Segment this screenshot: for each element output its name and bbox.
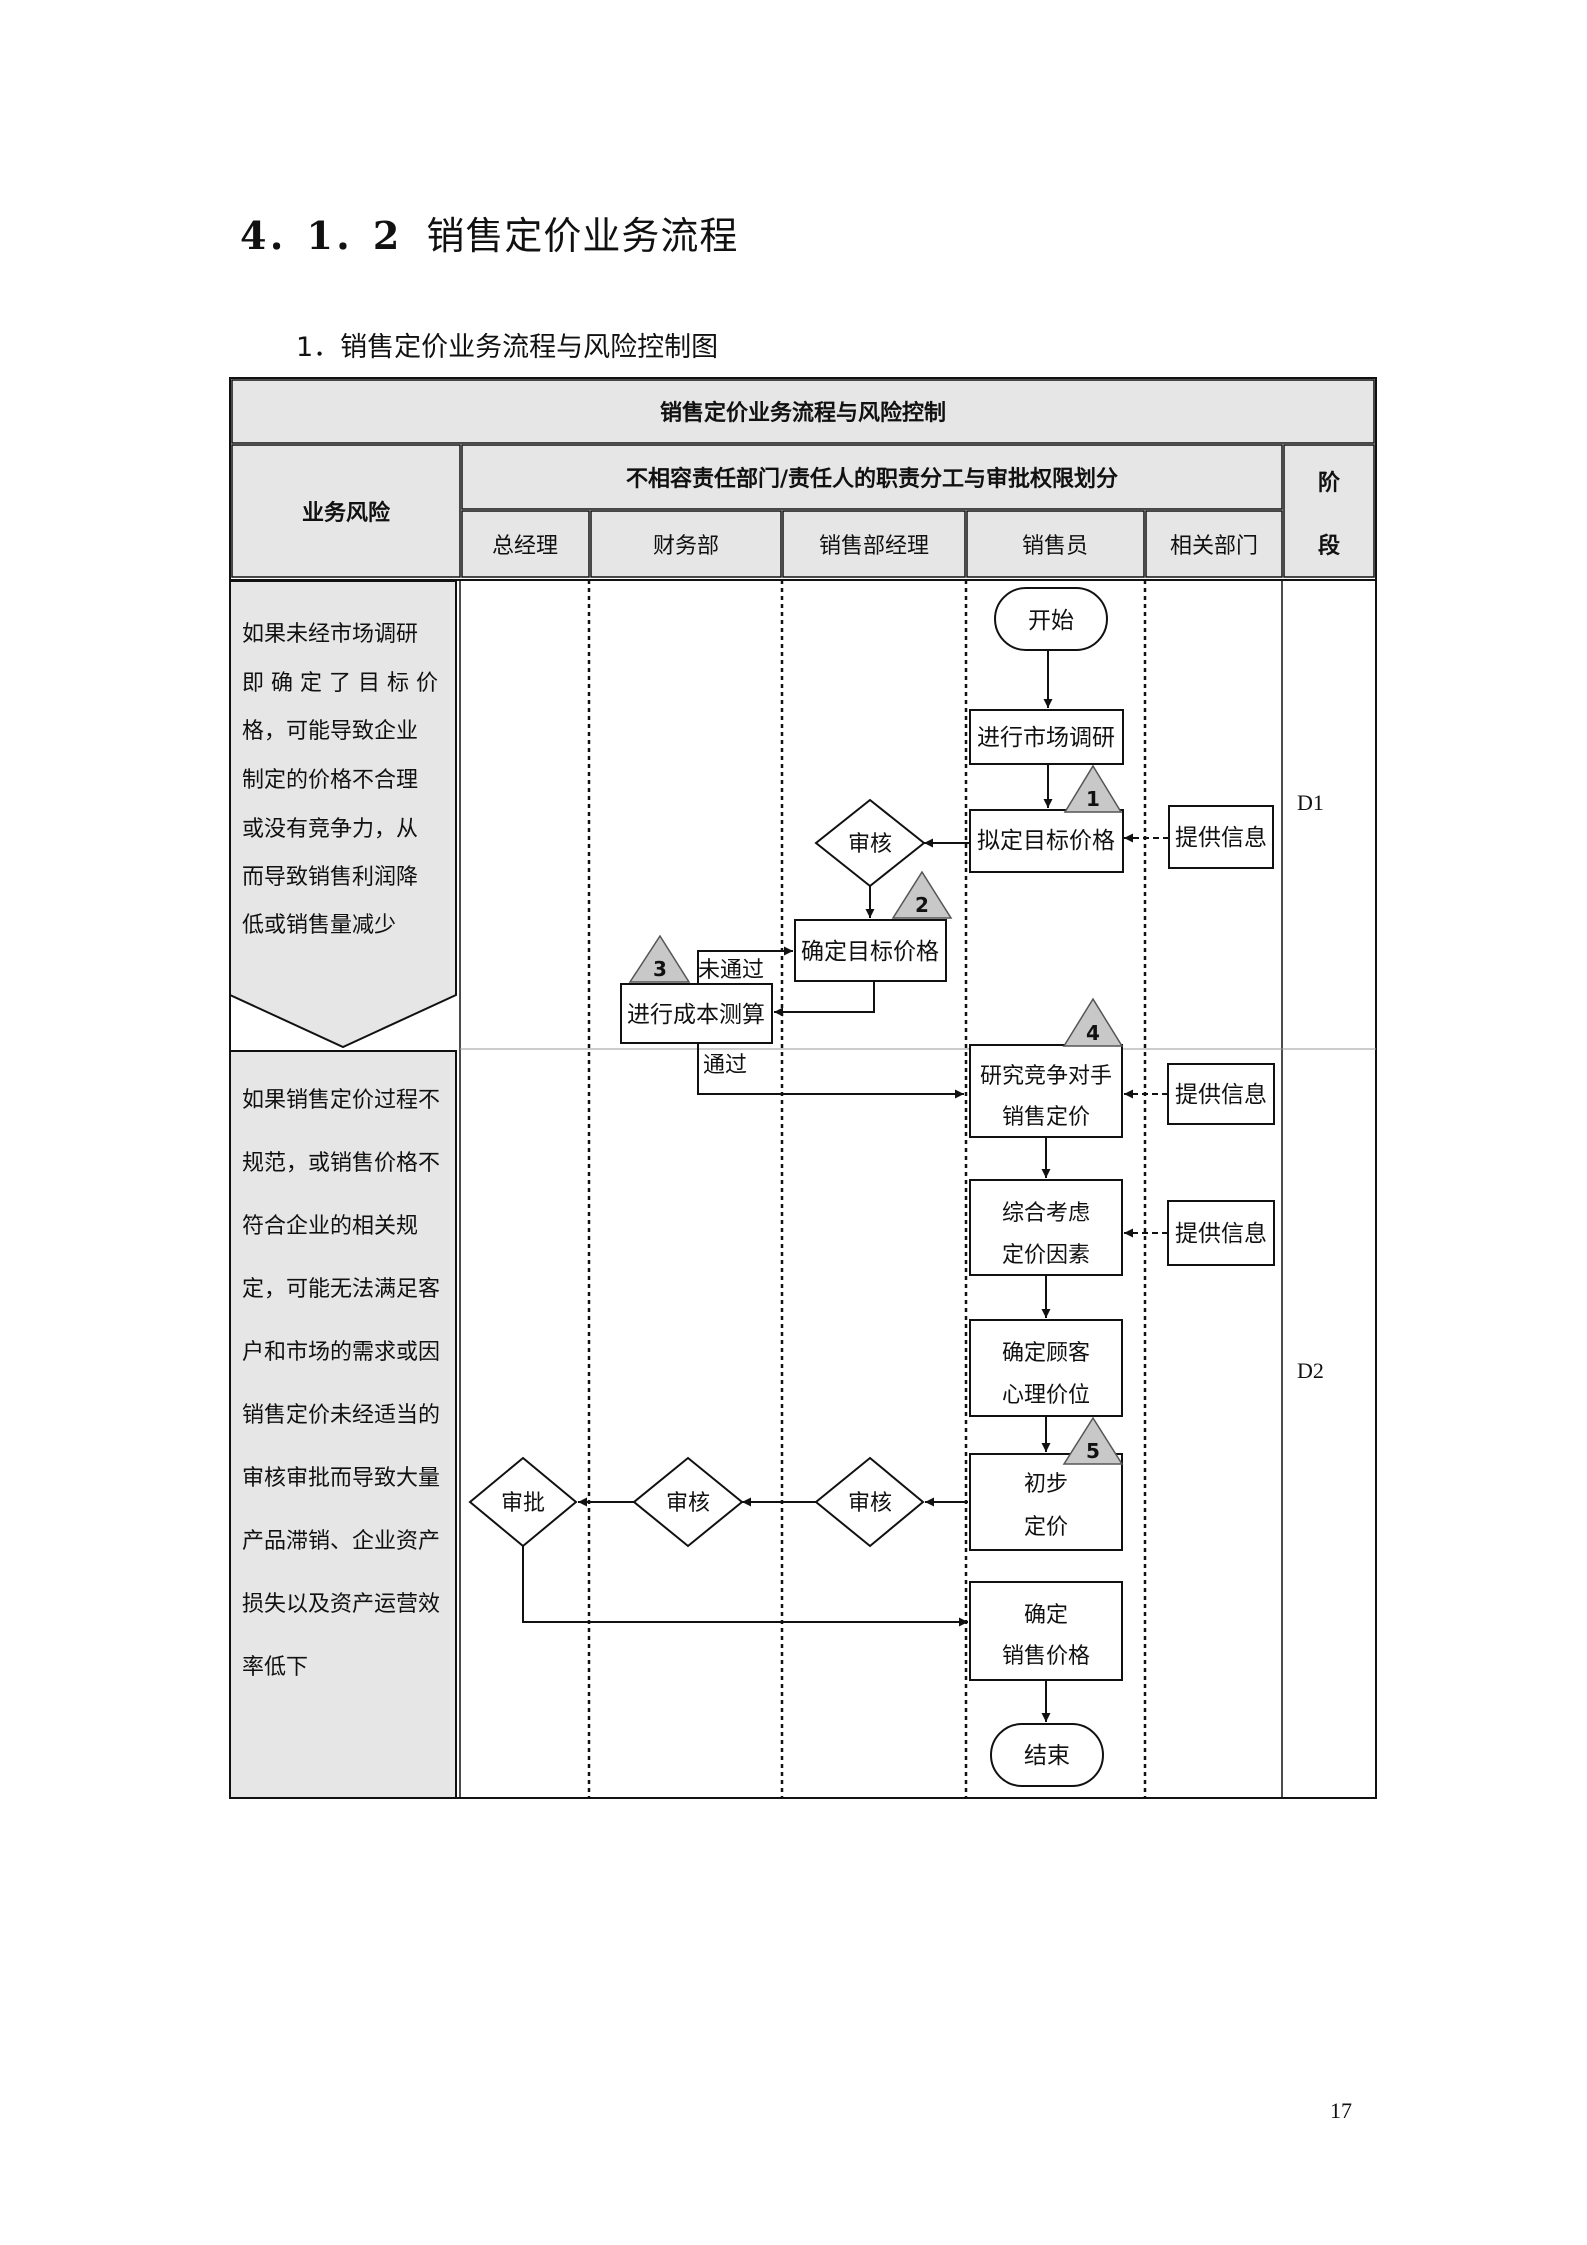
confirm-sales-price-line2: 销售价格 xyxy=(1002,1644,1090,1669)
flow-node-draft-target-price: 拟定目标价格 xyxy=(969,809,1124,873)
flow-node-provide-info-3: 提供信息 xyxy=(1167,1200,1275,1266)
control-point-3: 3 xyxy=(628,934,691,983)
flow-node-consider-factors: 综合考虑 定价因素 xyxy=(969,1179,1123,1276)
risk-2-line-10: 率低下 xyxy=(242,1655,308,1680)
risk-1-line-6: 而导致销售利润降 xyxy=(242,865,418,890)
control-point-2-label: 2 xyxy=(915,893,929,917)
passed-label: 通过 xyxy=(703,1053,747,1078)
control-point-4: 4 xyxy=(1062,997,1124,1047)
risk-2-line-9: 损失以及资产运营效 xyxy=(242,1592,440,1617)
page-number: 17 xyxy=(1330,2098,1352,2123)
confirm-sales-price-line1: 确定 xyxy=(1024,1603,1068,1628)
research-competitor-line1: 研究竞争对手 xyxy=(980,1064,1112,1089)
risk-2-line-8: 产品滞销、企业资产 xyxy=(242,1529,440,1554)
flow-node-end: 结束 xyxy=(990,1723,1104,1787)
section-heading: 4．1．2 销售定价业务流程 xyxy=(240,205,738,260)
control-point-1: 1 xyxy=(1063,764,1123,813)
flow-node-approve-gm: 审批 xyxy=(468,1456,578,1548)
column-finance-dept: 财务部 xyxy=(653,534,719,559)
review-finance-label: 审核 xyxy=(666,1491,710,1516)
risk-1-line-4: 制定的价格不合理 xyxy=(242,768,418,793)
flow-node-cost-estimate: 进行成本测算 xyxy=(620,983,773,1044)
start-label: 开始 xyxy=(1028,608,1074,634)
table-title: 销售定价业务流程与风险控制 xyxy=(660,400,946,426)
stage-header-line1: 阶 xyxy=(1318,470,1341,496)
column-sales-manager: 销售部经理 xyxy=(819,534,929,559)
flow-node-research-competitor: 研究竞争对手 销售定价 xyxy=(969,1044,1123,1138)
provide-info-3-label: 提供信息 xyxy=(1175,1221,1267,1247)
risk-1-line-3: 格，可能导致企业 xyxy=(242,719,418,744)
cost-estimate-label: 进行成本测算 xyxy=(627,1002,765,1028)
flow-node-customer-psychology: 确定顾客 心理价位 xyxy=(969,1319,1123,1417)
draft-target-price-label: 拟定目标价格 xyxy=(977,828,1115,854)
customer-psychology-line1: 确定顾客 xyxy=(1002,1341,1090,1366)
section-title: 销售定价业务流程 xyxy=(426,214,739,258)
risk-2-line-3: 符合企业的相关规 xyxy=(242,1214,418,1239)
stage-d1: D1 xyxy=(1297,790,1324,815)
column-general-manager: 总经理 xyxy=(492,534,558,559)
preliminary-pricing-line1: 初步 xyxy=(1024,1472,1068,1497)
confirm-target-price-label: 确定目标价格 xyxy=(801,939,939,965)
risk-2-line-1: 如果销售定价过程不 xyxy=(242,1088,440,1113)
review-sales-manager-label: 审核 xyxy=(848,1491,892,1516)
figure-caption: 1．销售定价业务流程与风险控制图 xyxy=(296,332,719,363)
column-related-dept: 相关部门 xyxy=(1170,534,1258,559)
risk-2-line-4: 定，可能无法满足客 xyxy=(242,1277,440,1302)
risk-cell-1: 如果未经市场调研 即 确 定 了 目 标 价 格，可能导致企业 制定的价格不合理… xyxy=(229,580,457,1049)
risk-2-line-6: 销售定价未经适当的 xyxy=(242,1403,440,1428)
table-frame xyxy=(229,377,1377,1799)
customer-psychology-line2: 心理价位 xyxy=(1002,1383,1090,1408)
approve-gm-label: 审批 xyxy=(501,1491,545,1516)
risk-2-line-2: 规范，或销售价格不 xyxy=(242,1151,440,1176)
control-point-5: 5 xyxy=(1062,1416,1124,1465)
research-competitor-line2: 销售定价 xyxy=(1002,1105,1090,1130)
flow-node-provide-info-2: 提供信息 xyxy=(1167,1063,1275,1125)
control-point-3-label: 3 xyxy=(653,957,667,981)
risk-1-line-2: 即 确 定 了 目 标 价 xyxy=(242,671,438,696)
preliminary-pricing-line2: 定价 xyxy=(1024,1515,1068,1540)
risk-2-line-7: 审核审批而导致大量 xyxy=(242,1466,440,1491)
section-number: 4．1．2 xyxy=(240,213,401,258)
flow-node-start: 开始 xyxy=(994,587,1108,651)
end-label: 结束 xyxy=(1024,1743,1070,1769)
division-header: 不相容责任部门/责任人的职责分工与审批权限划分 xyxy=(626,466,1118,492)
provide-info-1-label: 提供信息 xyxy=(1175,825,1267,851)
not-passed-label: 未通过 xyxy=(698,958,764,983)
stage-d2: D2 xyxy=(1297,1358,1324,1383)
control-point-4-label: 4 xyxy=(1086,1021,1100,1045)
flow-node-provide-info-1: 提供信息 xyxy=(1168,805,1274,869)
flow-node-confirm-sales-price: 确定 销售价格 xyxy=(969,1581,1123,1681)
risk-1-line-5: 或没有竞争力，从 xyxy=(242,817,418,842)
flow-node-confirm-target-price: 确定目标价格 xyxy=(794,919,947,982)
control-point-1-label: 1 xyxy=(1086,787,1100,811)
provide-info-2-label: 提供信息 xyxy=(1175,1082,1267,1108)
flow-node-review-finance: 审核 xyxy=(632,1456,744,1548)
control-point-2: 2 xyxy=(891,870,953,919)
column-salesperson: 销售员 xyxy=(1022,534,1088,559)
flow-node-preliminary-pricing: 初步 定价 xyxy=(969,1453,1123,1551)
consider-factors-line1: 综合考虑 xyxy=(1002,1201,1090,1226)
risk-1-line-7: 低或销售量减少 xyxy=(242,913,396,938)
flow-connectors xyxy=(522,648,1169,1722)
flow-node-review-target: 审核 xyxy=(814,798,926,888)
flow-node-market-research: 进行市场调研 xyxy=(969,709,1124,765)
consider-factors-line2: 定价因素 xyxy=(1002,1243,1090,1268)
market-research-label: 进行市场调研 xyxy=(977,725,1115,751)
risk-1-line-1: 如果未经市场调研 xyxy=(242,622,418,647)
control-point-5-label: 5 xyxy=(1086,1439,1100,1463)
stage-header-line2: 段 xyxy=(1318,533,1340,559)
risk-column-header: 业务风险 xyxy=(302,500,391,526)
flow-node-review-sales-manager: 审核 xyxy=(814,1456,925,1548)
risk-cell-2: 如果销售定价过程不 规范，或销售价格不 符合企业的相关规 定，可能无法满足客 户… xyxy=(229,1050,457,1799)
review-target-label: 审核 xyxy=(848,832,892,857)
risk-2-line-5: 户和市场的需求或因 xyxy=(242,1340,440,1365)
